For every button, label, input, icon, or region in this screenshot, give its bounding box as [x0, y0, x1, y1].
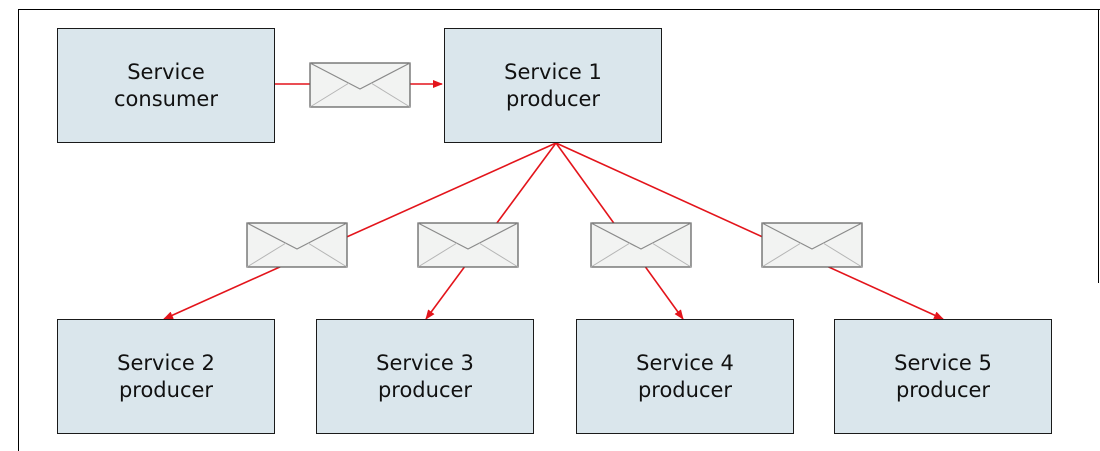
envelope-icon — [761, 222, 863, 268]
envelope-icon — [590, 222, 692, 268]
frame-top-border — [18, 9, 1100, 10]
service-2-producer-label: Service 2 producer — [117, 350, 215, 402]
connector-service1-to-service2 — [163, 142, 557, 320]
service-consumer-box: Service consumer — [57, 28, 275, 143]
service-1-producer-box: Service 1 producer — [444, 28, 662, 143]
envelope-icon — [417, 222, 519, 268]
envelope-icon — [246, 222, 348, 268]
frame-left-border — [18, 9, 19, 451]
frame-right-border — [1098, 9, 1099, 283]
service-4-producer-label: Service 4 producer — [636, 350, 734, 402]
service-3-producer-box: Service 3 producer — [316, 319, 534, 434]
service-5-producer-label: Service 5 producer — [894, 350, 992, 402]
service-5-producer-box: Service 5 producer — [834, 319, 1052, 434]
service-3-producer-label: Service 3 producer — [376, 350, 474, 402]
service-4-producer-box: Service 4 producer — [576, 319, 794, 434]
service-consumer-label: Service consumer — [114, 59, 218, 111]
service-2-producer-box: Service 2 producer — [57, 319, 275, 434]
envelope-icon — [309, 62, 411, 108]
connector-service1-to-service5 — [555, 142, 944, 320]
service-1-producer-label: Service 1 producer — [504, 59, 602, 111]
